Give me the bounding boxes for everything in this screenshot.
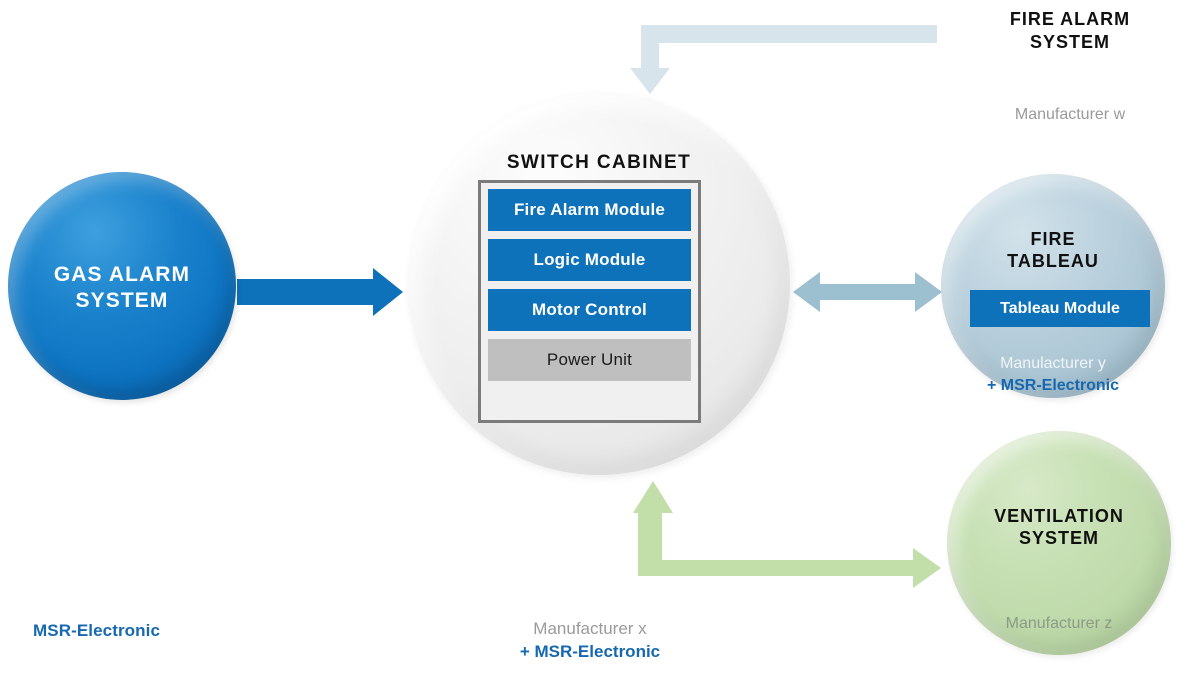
ventilation-system-manufacturer: Manufacturer z: [1005, 615, 1113, 632]
node-gas-alarm-system[interactable]: [8, 172, 236, 400]
connector-cabinet-to-tableau: [793, 272, 942, 312]
fire-alarm-system-title-line2: SYSTEM: [1029, 31, 1110, 52]
fire-tableau-msr-note: + MSR-Electronic: [986, 376, 1120, 394]
fire-alarm-system-title-line1: FIRE ALARM: [1009, 9, 1131, 29]
gas-alarm-label-line1: GAS ALARM: [53, 263, 191, 286]
switch-cabinet-box: Fire Alarm Module Logic Module Motor Con…: [478, 180, 701, 423]
gas-alarm-label-line2: SYSTEM: [75, 288, 169, 312]
fire-alarm-system-title: FIRE ALARM SYSTEM: [960, 8, 1180, 53]
switch-cabinet-msr-note: + MSR-Electronic: [519, 641, 661, 661]
fire-tableau-title-line2: TABLEAU: [1007, 250, 1099, 271]
connector-gas-to-cabinet: [237, 268, 403, 316]
connector-cabinet-to-ventilation: [633, 481, 941, 588]
fire-alarm-system-manufacturer: Manufacturer w: [1014, 106, 1126, 123]
fire-tableau-title-line1: FIRE: [1030, 229, 1076, 249]
module-power-unit[interactable]: Power Unit: [488, 339, 691, 381]
gas-alarm-system-label: GAS ALARM SYSTEM: [8, 262, 236, 313]
switch-cabinet-caption: Manufacturer x + MSR-Electronic: [465, 618, 715, 664]
module-motor-control[interactable]: Motor Control: [488, 289, 691, 331]
fire-tableau-caption: Manulacturer y + MSR-Electronic: [941, 353, 1165, 396]
module-tableau[interactable]: Tableau Module: [970, 290, 1150, 327]
fire-tableau-title: FIRE TABLEAU: [941, 229, 1165, 273]
ventilation-system-title-line2: SYSTEM: [1018, 527, 1099, 548]
switch-cabinet-title: SWITCH CABINET: [506, 152, 692, 173]
connector-firealarm-to-cabinet: [630, 25, 937, 94]
node-ventilation-system[interactable]: [947, 431, 1171, 655]
ventilation-system-caption: Manufacturer z: [947, 613, 1171, 635]
module-logic[interactable]: Logic Module: [488, 239, 691, 281]
ventilation-system-title-line1: VENTILATION: [994, 506, 1124, 526]
node-fire-tableau[interactable]: [941, 174, 1165, 398]
fire-tableau-manufacturer: Manulacturer y: [1000, 355, 1106, 372]
fire-alarm-system-caption: Manufacturer w: [960, 104, 1180, 126]
module-fire-alarm[interactable]: Fire Alarm Module: [488, 189, 691, 231]
switch-cabinet-manufacturer: Manufacturer x: [533, 619, 647, 638]
ventilation-system-title: VENTILATION SYSTEM: [947, 506, 1171, 550]
msr-electronic-legend: MSR-Electronic: [33, 621, 161, 640]
